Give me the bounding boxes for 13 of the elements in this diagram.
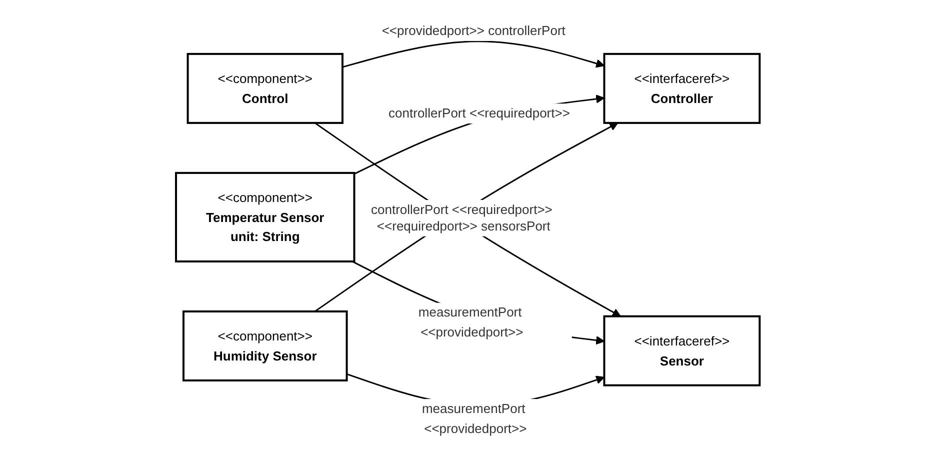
arrow	[342, 40, 604, 68]
node-box: <<component>> Temperatur Sensor unit: String	[174, 172, 355, 262]
edge-label: measurementPort <<providedport>>	[418, 304, 523, 340]
edge-label: <<requiredport>> sensorsPort	[376, 218, 550, 234]
node-box: <<interfaceref>> Sensor	[602, 315, 760, 386]
node-box: <<component>> Control	[186, 52, 344, 124]
edge-label: measurementPort <<providedport>>	[422, 400, 526, 436]
edge-label: <<providedport>> controllerPort	[382, 23, 566, 38]
arrow	[354, 94, 604, 175]
node-box: <<component>> Humidity Sensor	[182, 310, 348, 382]
edge-label: controllerPort <<requiredport>>	[370, 202, 552, 217]
edge-label: controllerPort <<requiredport>>	[388, 106, 570, 121]
node-box: <<interfaceref>> Controller	[602, 52, 760, 124]
